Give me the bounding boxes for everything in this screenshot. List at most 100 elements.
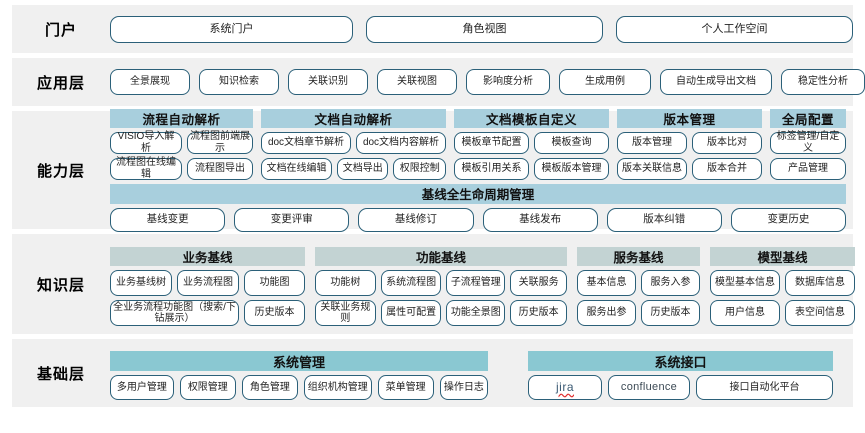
cap-item-version-merge[interactable]: 版本合并 [692, 157, 762, 180]
group-row: 多用户管理 权限管理 角色管理 组织机构管理 菜单管理 操作日志 [110, 375, 489, 400]
kn-item-subprocess-mgmt[interactable]: 子流程管理 [446, 270, 506, 296]
cap-item-doc-online-edit[interactable]: 文档在线编辑 [261, 157, 332, 180]
layer-infrastructure: 基础层 系统管理 多用户管理 权限管理 角色管理 组织机构管理 菜单管理 操作日… [12, 339, 853, 407]
layer-label-application: 应用层 [36, 74, 85, 92]
baseline-lifecycle-items: 基线变更 变更评审 基线修订 基线发布 版本纠错 变更历史 [110, 207, 847, 232]
inf-item-interface-automation-platform[interactable]: 接口自动化平台 [696, 375, 833, 400]
kn-item-function-chart[interactable]: 功能图 [244, 270, 305, 296]
kn-item-database-info[interactable]: 数据库信息 [785, 270, 855, 296]
cap-item-template-reference[interactable]: 模板引用关系 [454, 157, 529, 180]
group-title: 文档自动解析 [261, 108, 446, 128]
group-title: 全局配置 [770, 108, 846, 128]
inf-item-multi-user-mgmt[interactable]: 多用户管理 [110, 375, 174, 400]
group-title: 服务基线 [577, 247, 700, 266]
inf-item-role-mgmt[interactable]: 角色管理 [241, 375, 298, 400]
kn-item-history-version[interactable]: 历史版本 [244, 300, 305, 326]
infrastructure-groups: 系统管理 多用户管理 权限管理 角色管理 组织机构管理 菜单管理 操作日志 系统… [110, 346, 853, 400]
kn-item-related-service[interactable]: 关联服务 [510, 270, 568, 296]
knowledge-group-business-baseline: 业务基线 业务基线树 业务流程图 功能图 全业务流程功能图（搜索/下钻展示） 历… [110, 247, 305, 326]
app-item-relation-identify[interactable]: 关联识别 [288, 69, 368, 95]
cap-item-flowchart-online-edit[interactable]: 流程图在线编辑 [110, 157, 182, 180]
baseline-item-change-history[interactable]: 变更历史 [730, 207, 847, 232]
cap-item-doc-content-parse[interactable]: doc文档内容解析 [356, 131, 446, 154]
layer-label-knowledge: 知识层 [36, 276, 85, 294]
kn-item-attribute-configurable[interactable]: 属性可配置 [380, 300, 442, 326]
cap-item-flowchart-frontend-display[interactable]: 流程图前端展示 [187, 131, 253, 154]
portal-item-role-view[interactable]: 角色视图 [366, 15, 603, 43]
baseline-item-version-correction[interactable]: 版本纠错 [606, 207, 722, 232]
cap-item-template-version-mgmt[interactable]: 模板版本管理 [534, 157, 609, 180]
kn-item-full-business-flow-function-chart[interactable]: 全业务流程功能图（搜索/下钻展示） [110, 300, 239, 326]
cap-item-flowchart-export[interactable]: 流程图导出 [187, 157, 253, 180]
group-title: 流程自动解析 [110, 108, 253, 128]
group-title: 文档模板自定义 [454, 108, 609, 128]
layer-label-capability: 能力层 [36, 162, 85, 180]
kn-item-user-info[interactable]: 用户信息 [710, 300, 780, 326]
kn-item-business-baseline-tree[interactable]: 业务基线树 [110, 270, 172, 296]
knowledge-group-model-baseline: 模型基线 模型基本信息 数据库信息 用户信息 表空间信息 [710, 247, 855, 326]
inf-item-org-structure-mgmt[interactable]: 组织机构管理 [303, 375, 372, 400]
kn-item-related-business-rules[interactable]: 关联业务规则 [315, 300, 376, 326]
group-title: 版本管理 [617, 108, 762, 128]
inf-item-confluence[interactable]: confluence [608, 375, 690, 400]
cap-item-version-mgmt[interactable]: 版本管理 [617, 131, 687, 154]
cap-item-permission-control[interactable]: 权限控制 [393, 157, 446, 180]
inf-item-permission-mgmt[interactable]: 权限管理 [179, 375, 236, 400]
kn-item-business-flowchart[interactable]: 业务流程图 [177, 270, 239, 296]
kn-item-function-tree[interactable]: 功能树 [315, 270, 376, 296]
layer-label-portal: 门户 [44, 21, 77, 39]
kn-item-basic-info[interactable]: 基本信息 [577, 270, 636, 296]
inf-item-menu-mgmt[interactable]: 菜单管理 [377, 375, 434, 400]
kn-item-model-basic-info[interactable]: 模型基本信息 [710, 270, 780, 296]
capability-group-doc-template: 文档模板自定义 模板章节配置 模板查询 模板引用关系 模板版本管理 [454, 108, 609, 180]
capability-group-version-mgmt: 版本管理 版本管理 版本比对 版本关联信息 版本合并 [617, 108, 762, 180]
baseline-item-revision[interactable]: 基线修订 [358, 207, 474, 232]
cap-item-doc-chapter-parse[interactable]: doc文档章节解析 [261, 131, 351, 154]
infrastructure-group-system-interface: 系统接口 jira confluence 接口自动化平台 [528, 351, 833, 400]
cap-item-visio-import-parse[interactable]: VISIO导入解析 [110, 131, 182, 154]
group-row: 版本管理 版本比对 [617, 131, 762, 154]
app-item-stability-analysis[interactable]: 稳定性分析 [781, 69, 865, 95]
cap-item-tag-mgmt-custom[interactable]: 标签管理/自定义 [770, 131, 846, 154]
group-title: 系统接口 [528, 351, 833, 371]
kn-item-function-panorama[interactable]: 功能全景图 [446, 300, 506, 326]
app-item-relation-view[interactable]: 关联视图 [377, 69, 457, 95]
app-item-generate-cases[interactable]: 生成用例 [559, 69, 651, 95]
baseline-lifecycle: 基线全生命周期管理 基线变更 变更评审 基线修订 基线发布 版本纠错 变更历史 [110, 183, 847, 232]
kn-item-system-flowchart[interactable]: 系统流程图 [380, 270, 442, 296]
layer-capability: 能力层 流程自动解析 VISIO导入解析 流程图前端展示 流程图在线编辑 流程图… [12, 108, 853, 232]
baseline-item-release[interactable]: 基线发布 [482, 207, 598, 232]
kn-item-service-output-params[interactable]: 服务出参 [577, 300, 636, 326]
kn-item-tablespace-info[interactable]: 表空间信息 [785, 300, 855, 326]
inf-item-jira[interactable]: jira [528, 375, 602, 400]
kn-item-history-version[interactable]: 历史版本 [641, 300, 700, 326]
group-row: 业务基线树 业务流程图 功能图 [110, 270, 305, 296]
cap-item-version-relation-info[interactable]: 版本关联信息 [617, 157, 687, 180]
app-item-impact-analysis[interactable]: 影响度分析 [466, 69, 550, 95]
cap-item-doc-export[interactable]: 文档导出 [336, 157, 389, 180]
capability-group-process-parsing: 流程自动解析 VISIO导入解析 流程图前端展示 流程图在线编辑 流程图导出 [110, 108, 253, 180]
baseline-item-change-review[interactable]: 变更评审 [234, 207, 350, 232]
kn-item-history-version[interactable]: 历史版本 [510, 300, 568, 326]
baseline-item-change[interactable]: 基线变更 [110, 207, 226, 232]
group-row: VISIO导入解析 流程图前端展示 [110, 131, 253, 154]
app-item-knowledge-search[interactable]: 知识检索 [199, 69, 279, 95]
portal-item-personal-workspace[interactable]: 个人工作空间 [616, 15, 853, 43]
inf-item-operation-log[interactable]: 操作日志 [439, 375, 489, 400]
app-item-auto-export-doc[interactable]: 自动生成导出文档 [660, 69, 772, 95]
cap-item-template-chapter-config[interactable]: 模板章节配置 [454, 131, 529, 154]
group-row: 文档在线编辑 文档导出 权限控制 [261, 157, 446, 180]
group-row: 关联业务规则 属性可配置 功能全景图 历史版本 [315, 300, 568, 326]
capability-group-doc-parsing: 文档自动解析 doc文档章节解析 doc文档内容解析 文档在线编辑 文档导出 权… [261, 108, 446, 180]
portal-item-system-portal[interactable]: 系统门户 [110, 15, 353, 43]
cap-item-template-query[interactable]: 模板查询 [534, 131, 609, 154]
cap-item-product-mgmt[interactable]: 产品管理 [770, 157, 846, 180]
group-row: 流程图在线编辑 流程图导出 [110, 157, 253, 180]
group-row: 基本信息 服务入参 [577, 270, 700, 296]
capability-content: 流程自动解析 VISIO导入解析 流程图前端展示 流程图在线编辑 流程图导出 文… [110, 105, 856, 236]
group-row: 用户信息 表空间信息 [710, 300, 855, 326]
cap-item-version-compare[interactable]: 版本比对 [692, 131, 762, 154]
portal-items: 系统门户 角色视图 个人工作空间 [110, 15, 863, 43]
kn-item-service-input-params[interactable]: 服务入参 [641, 270, 700, 296]
app-item-panorama[interactable]: 全景展现 [110, 69, 190, 95]
